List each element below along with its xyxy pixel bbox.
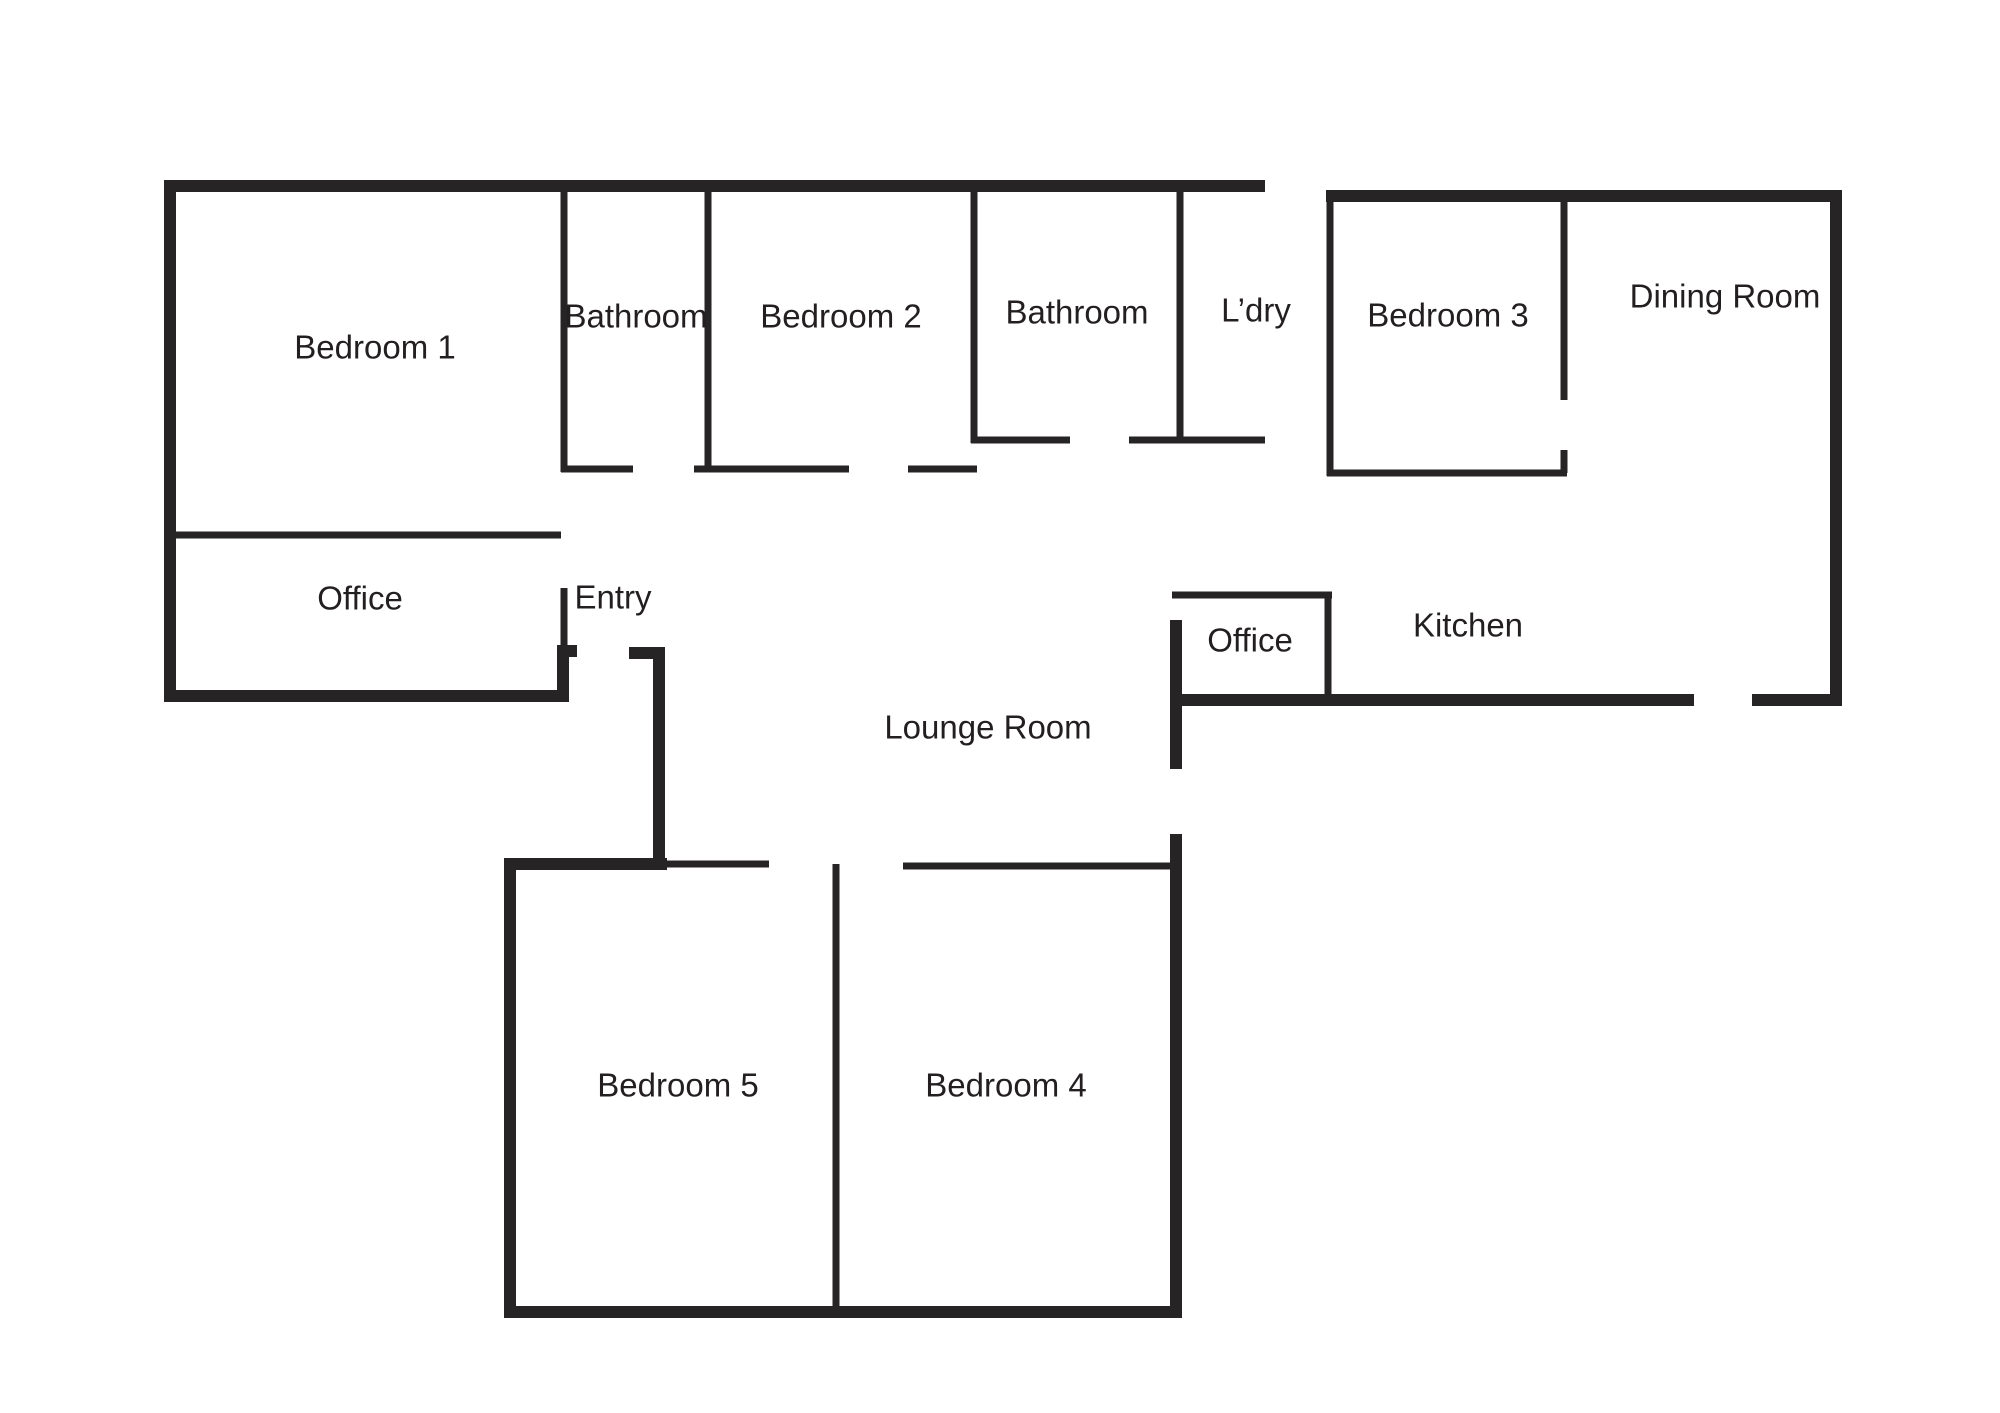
room-label-entry: Entry (574, 579, 652, 616)
room-label-bedroom-1: Bedroom 1 (294, 329, 455, 366)
room-label-bedroom-2: Bedroom 2 (760, 298, 921, 335)
room-label-bedroom-4: Bedroom 4 (925, 1067, 1086, 1104)
room-label-lounge-room: Lounge Room (884, 709, 1091, 746)
room-label-bathroom-1: Bathroom (564, 298, 707, 335)
room-label-kitchen: Kitchen (1413, 607, 1523, 644)
room-label-bedroom-3: Bedroom 3 (1367, 297, 1528, 334)
room-label-dining-room: Dining Room (1630, 278, 1821, 315)
room-label-bedroom-5: Bedroom 5 (597, 1067, 758, 1104)
room-label-laundry: L’dry (1221, 292, 1291, 329)
room-label-office-1: Office (317, 580, 403, 617)
room-label-office-2: Office (1207, 622, 1293, 659)
room-label-bathroom-2: Bathroom (1005, 294, 1148, 331)
